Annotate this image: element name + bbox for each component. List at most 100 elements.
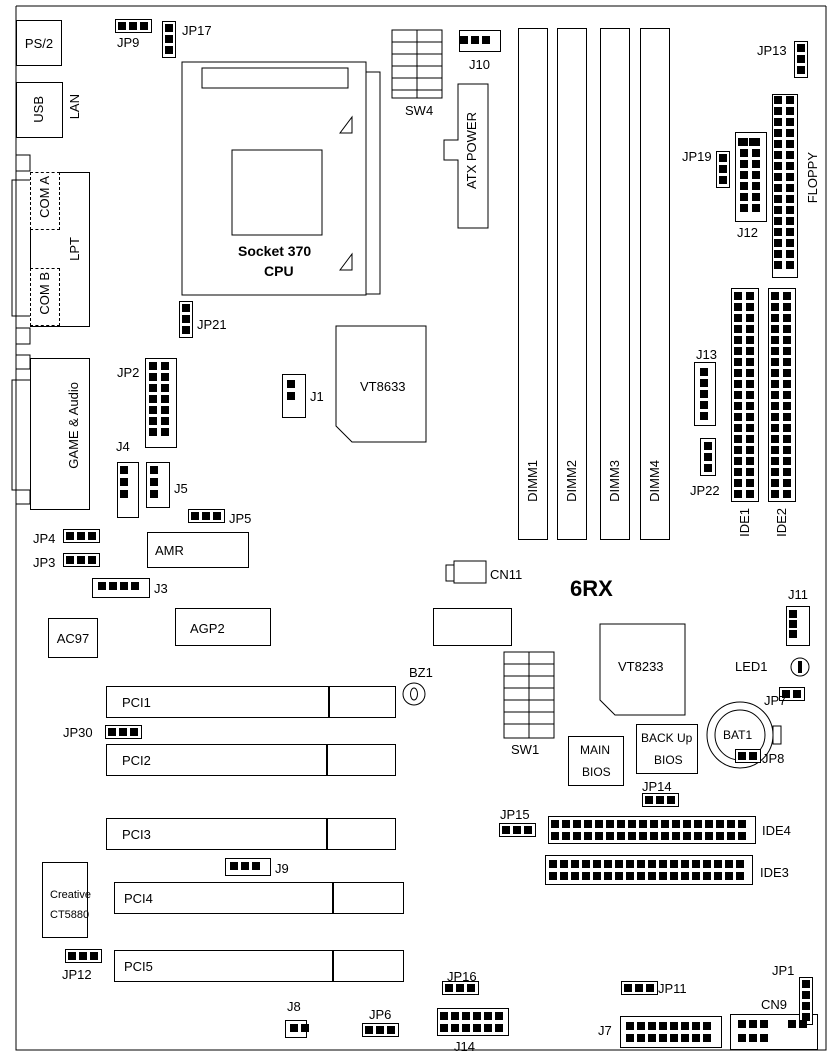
j12-pins-row-pin	[740, 160, 748, 168]
ide1-pins-row-pin	[746, 391, 754, 399]
j10-connector	[459, 30, 501, 52]
ide2-pins-row-pin	[771, 303, 779, 311]
ide3-pin-bot-pin	[714, 872, 722, 880]
j7-connector	[620, 1016, 722, 1048]
j7-pins-bot-pin	[692, 1034, 700, 1042]
ide3-pin-bot-pin	[560, 872, 568, 880]
ide2-pins-row-pin	[783, 314, 791, 322]
ide1-pins-row-pin	[746, 369, 754, 377]
creative-chip	[42, 862, 88, 938]
j3-pins-pin	[131, 582, 139, 590]
creative-label: Creative	[50, 889, 91, 901]
dimm3-slot	[600, 28, 630, 540]
jp4-pins-pin	[77, 532, 85, 540]
ide4-pin-bot-pin	[727, 832, 735, 840]
floppy-pins-row-pin	[786, 250, 794, 258]
j12-pins-row-pin	[740, 171, 748, 179]
j12-pins-row-pin	[740, 182, 748, 190]
ide3-pin-bot-pin	[626, 872, 634, 880]
ide2-pins-row-pin	[771, 446, 779, 454]
jp15-pins-pin	[524, 826, 532, 834]
floppy-pins-row-pin	[774, 162, 782, 170]
ide3-pin-bot-pin	[604, 872, 612, 880]
ide4-pin-top-pin	[738, 820, 746, 828]
jp15-pins-pin	[513, 826, 521, 834]
j13-pins-pin	[700, 379, 708, 387]
jp3-pins-pin	[88, 556, 96, 564]
ide1-pins-row-pin	[746, 424, 754, 432]
ide1-pins-row-pin	[734, 424, 742, 432]
j1-pins2-pin	[287, 392, 295, 400]
ide3-pin-top-pin	[593, 860, 601, 868]
ide3-label: IDE3	[760, 865, 789, 880]
ide4-pin-bot-pin	[650, 832, 658, 840]
ide2-pins-row-pin	[783, 468, 791, 476]
ide3-pin-top-pin	[560, 860, 568, 868]
ide4-pin-top-pin	[705, 820, 713, 828]
ide2-pins-row-pin	[783, 479, 791, 487]
floppy-pins-row-pin	[774, 184, 782, 192]
j11-pin1-pin	[789, 610, 797, 618]
ide4-pin-bot-pin	[628, 832, 636, 840]
jp22-pins-pin	[704, 464, 712, 472]
ide1-pins-row-pin	[746, 435, 754, 443]
pci5-slot	[114, 950, 404, 982]
jp17-pins-pin	[165, 24, 173, 32]
jp9-pins-pin	[118, 22, 126, 30]
ide1-pins-row-pin	[746, 325, 754, 333]
ide1-pins-row-pin	[746, 457, 754, 465]
ide2-pins-row-pin	[771, 369, 779, 377]
cn9-pins-top-pin	[760, 1020, 768, 1028]
jp30-pins-pin	[119, 728, 127, 736]
ide1-pins-row-pin	[734, 479, 742, 487]
ide4-pin-top-pin	[639, 820, 647, 828]
ide3-pin-top-pin	[659, 860, 667, 868]
floppy-pins-row-pin	[774, 107, 782, 115]
ide3-pin-top-pin	[648, 860, 656, 868]
ide3-pin-top-pin	[736, 860, 744, 868]
ide4-pin-top-pin	[584, 820, 592, 828]
jp21-label: JP21	[197, 317, 227, 332]
jp2-pins-row-pin	[149, 362, 157, 370]
jp3-pins-pin	[77, 556, 85, 564]
jp2-pins-row-pin	[149, 373, 157, 381]
jp22-label: JP22	[690, 483, 720, 498]
floppy-label: FLOPPY	[805, 152, 820, 204]
ide4-pin-bot-pin	[595, 832, 603, 840]
jp16-pins-pin	[467, 984, 475, 992]
floppy-pins-row-pin	[786, 228, 794, 236]
pci4-slot	[114, 882, 404, 914]
jp9-pins-pin	[129, 22, 137, 30]
ide2-pins-row-pin	[783, 446, 791, 454]
ide1-pins-row-pin	[746, 380, 754, 388]
jp3-label: JP3	[33, 555, 56, 570]
jp21-pins-pin	[182, 326, 190, 334]
ide1-pins-row-pin	[746, 490, 754, 498]
jp13-pins-pin	[797, 55, 805, 63]
floppy-pins-row-pin	[774, 228, 782, 236]
ide1-pins-row-pin	[746, 402, 754, 410]
ide4-pin-top-pin	[650, 820, 658, 828]
j12-pins-row-pin	[752, 171, 760, 179]
pci3-divider	[326, 818, 328, 850]
lan-label: LAN	[67, 94, 82, 120]
j14-pins-bot-pin	[495, 1024, 503, 1032]
ide1-pins-row-pin	[734, 490, 742, 498]
j3-pins-pin	[120, 582, 128, 590]
jp16-label: JP16	[447, 969, 477, 984]
ide4-pin-top-pin	[551, 820, 559, 828]
jp4-pins-pin	[66, 532, 74, 540]
pci2-divider	[326, 744, 328, 776]
ide1-pins-row-pin	[734, 292, 742, 300]
ide4-pin-bot-pin	[562, 832, 570, 840]
ide2-pins-row-pin	[783, 435, 791, 443]
j14-pins-bot-pin	[462, 1024, 470, 1032]
jp2-pins-row-pin	[161, 373, 169, 381]
floppy-pins-row-pin	[786, 118, 794, 126]
ide2-pins-row-pin	[783, 303, 791, 311]
jp22-pins-pin	[704, 442, 712, 450]
dimm1-label: DIMM1	[525, 460, 540, 502]
vt8233-label: VT8233	[618, 659, 664, 674]
jp16-pins-pin	[456, 984, 464, 992]
floppy-pins-row-pin	[786, 107, 794, 115]
